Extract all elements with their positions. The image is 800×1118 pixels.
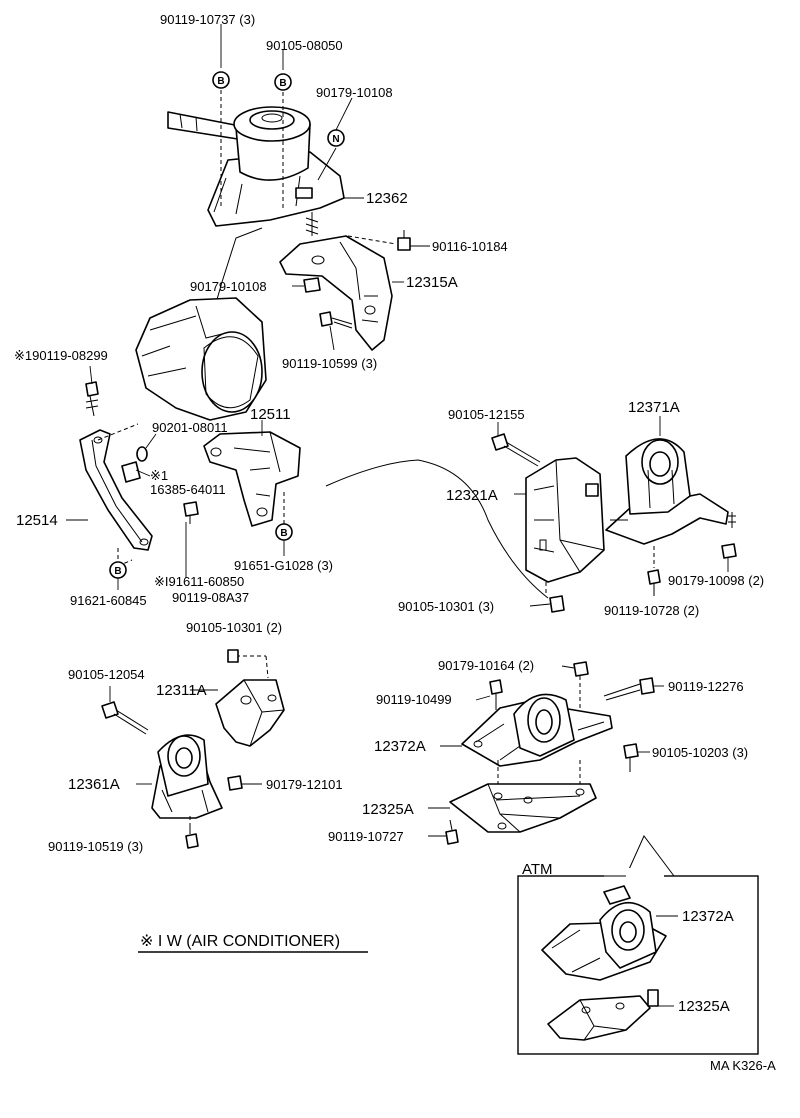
label-atm-12325A: 12325A: [678, 998, 730, 1015]
label-90179-10164: 90179-10164 (2): [438, 658, 534, 673]
label-note-1: ※1: [150, 468, 168, 483]
bracket-12514: [79, 429, 153, 551]
alternator: [135, 227, 267, 421]
label-12361A: 12361A: [68, 776, 120, 793]
label-90179-10108-mid: 90179-10108: [190, 279, 267, 294]
label-12371A: 12371A: [628, 399, 680, 416]
label-12321A: 12321A: [446, 487, 498, 504]
label-12362: 12362: [366, 190, 408, 207]
label-atm: ATM: [522, 861, 553, 878]
label-90119-10519: 90119-10519 (3): [48, 839, 143, 854]
label-atm-12372A: 12372A: [682, 908, 734, 925]
label-90119-10499: 90119-10499: [376, 692, 452, 707]
bracket-12321A: [525, 457, 605, 583]
atm-mount-12372A: [541, 885, 667, 981]
label-90179-10108-top: 90179-10108: [316, 85, 393, 100]
label-12325A: 12325A: [362, 801, 414, 818]
label-12514: 12514: [16, 512, 58, 529]
note-air-conditioner: ※ I W (AIR CONDITIONER): [140, 933, 340, 950]
label-90105-10301-2: 90105-10301 (2): [186, 620, 282, 635]
mount-12372A: [461, 693, 613, 767]
label-90105-12155: 90105-12155: [448, 407, 525, 422]
label-90119-10728: 90119-10728 (2): [604, 603, 699, 618]
mount-12361A: [151, 734, 223, 819]
bracket-12511: [203, 431, 301, 527]
label-90119-08A37: 90119-08A37: [172, 590, 249, 605]
label-16385-64011: 16385-64011: [150, 482, 226, 497]
callout-b-1: B: [217, 76, 224, 87]
label-90119-10727: 90119-10727: [328, 829, 404, 844]
label-90105-10301-3: 90105-10301 (3): [398, 599, 494, 614]
callout-b-2: B: [279, 78, 286, 89]
label-90105-10203: 90105-10203 (3): [652, 745, 748, 760]
label-90116-10184: 90116-10184: [432, 239, 508, 254]
label-90105-08050: 90105-08050: [266, 38, 343, 53]
bracket-12311A: [215, 679, 285, 747]
bracket-12315A: [279, 235, 393, 351]
atm-bracket-12325A: [547, 995, 651, 1041]
label-90201-08011: 90201-08011: [152, 420, 228, 435]
label-12315A: 12315A: [406, 274, 458, 291]
engine-mount-12362: [167, 106, 345, 236]
label-90119-10737: 90119-10737 (3): [160, 12, 255, 27]
label-90105-12054: 90105-12054: [68, 667, 145, 682]
label-I91611-60850: ※I91611-60850: [154, 574, 244, 589]
label-90179-10098: 90179-10098 (2): [668, 573, 764, 588]
mount-12371A: [605, 438, 736, 545]
label-90119-10599: 90119-10599 (3): [282, 356, 377, 371]
label-12311A: 12311A: [156, 682, 207, 699]
label-12511: 12511: [250, 406, 291, 423]
label-91651-G1028: 91651-G1028 (3): [234, 558, 333, 573]
callout-n: N: [332, 134, 339, 145]
callout-b-3: B: [280, 528, 287, 539]
diagram-reference: MA K326-A: [710, 1058, 776, 1073]
callout-b-4: B: [114, 566, 121, 577]
label-12372A: 12372A: [374, 738, 426, 755]
label-90179-12101: 90179-12101: [266, 777, 343, 792]
label-190119-08299: ※190119-08299: [14, 348, 108, 363]
label-91621-60845: 91621-60845: [70, 593, 147, 608]
label-90119-12276: 90119-12276: [668, 679, 744, 694]
bracket-12325A: [449, 783, 597, 833]
